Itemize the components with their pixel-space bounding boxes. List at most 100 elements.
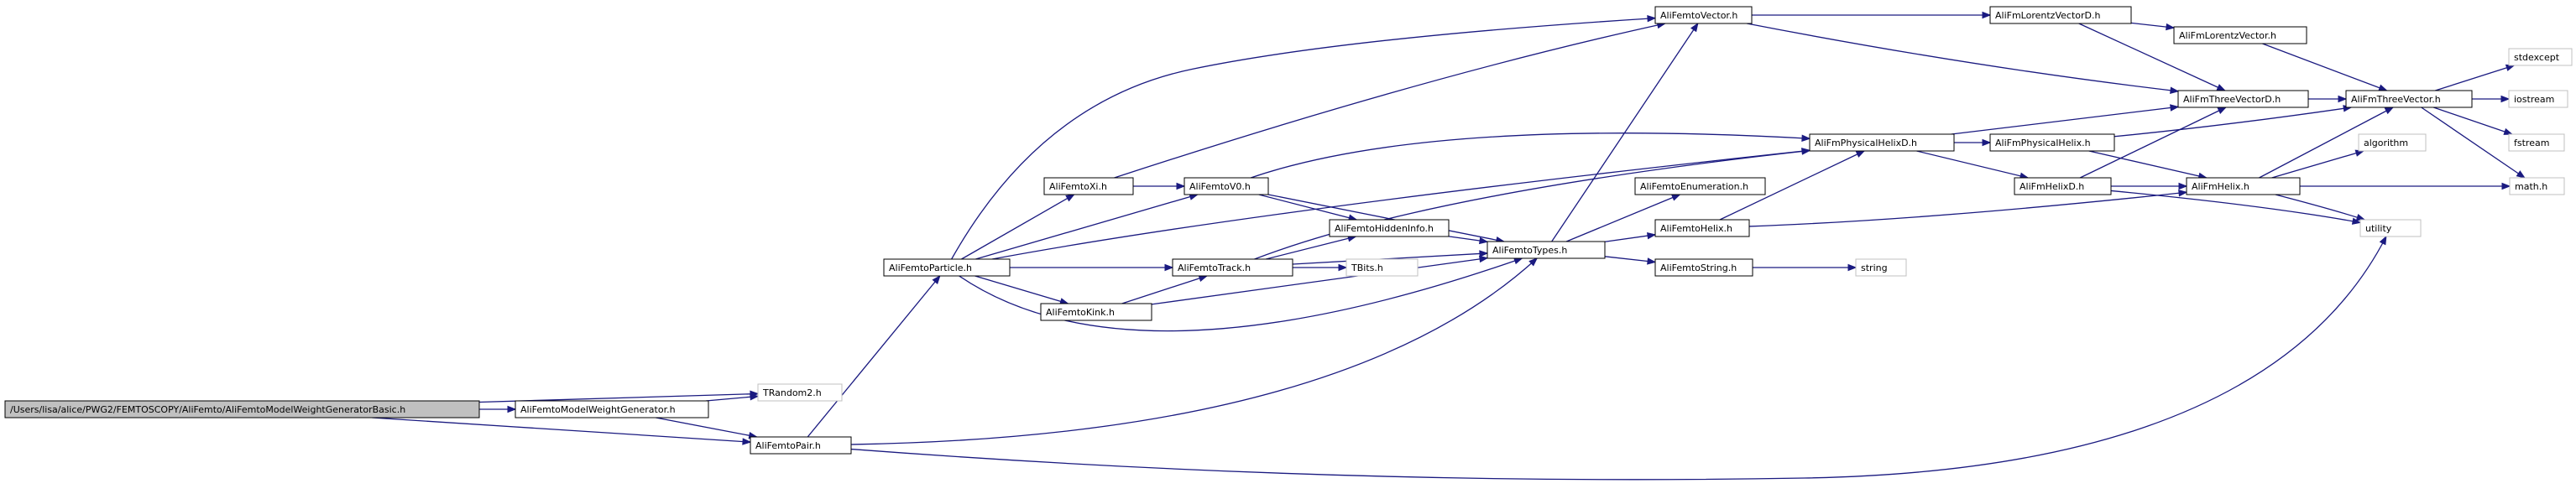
header-file-node[interactable]: AliFmThreeVectorD.h: [2177, 90, 2309, 108]
header-file-node[interactable]: AliFmThreeVector.h: [2345, 90, 2473, 108]
arrowhead: [2217, 107, 2228, 114]
node-label: AliFmHelixD.h: [2020, 181, 2084, 192]
node-box: [1654, 6, 1753, 24]
header-file-node[interactable]: AliFemtoVector.h: [1654, 6, 1753, 24]
header-file-node[interactable]: AliFemtoString.h: [1654, 258, 1753, 277]
node-label: AliFmLorentzVectorD.h: [1995, 10, 2100, 21]
header-file-node[interactable]: AliFemtoTrack.h: [1172, 258, 1293, 277]
external-header-node: stdexcept: [2508, 48, 2573, 66]
header-file-node[interactable]: AliFemtoEnumeration.h: [1634, 177, 1766, 195]
arrowhead: [2170, 86, 2180, 94]
node-box: [1172, 258, 1293, 277]
arrowhead: [2379, 235, 2387, 246]
node-label: algorithm: [2364, 138, 2408, 148]
node-box: [2508, 133, 2565, 152]
arrowhead: [2216, 84, 2227, 91]
arrowhead: [742, 438, 752, 445]
header-file-node[interactable]: AliFemtoModelWeightGenerator.h: [515, 400, 709, 418]
arrowhead: [1513, 257, 1523, 265]
node-label: iostream: [2514, 94, 2554, 105]
node-layer: /Users/lisa/alice/PWG2/FEMTOSCOPY/AliFem…: [4, 6, 2573, 455]
arrowhead: [1065, 194, 1075, 202]
external-header-node: TRandom2.h: [757, 383, 843, 402]
edge-v0-to-hidden: [1258, 194, 1357, 221]
edge-pair-to-part: [807, 275, 941, 438]
node-box: [1855, 258, 1907, 277]
edge-helix-to-fmhelix: [1748, 191, 2187, 227]
node-box: [1183, 177, 1269, 195]
arrowhead: [1647, 231, 1657, 240]
header-file-node[interactable]: AliFemtoKink.h: [1040, 303, 1152, 321]
node-label: utility: [2365, 223, 2392, 234]
arrowhead: [1528, 257, 1539, 267]
node-box: [1329, 219, 1450, 237]
edge-mwg-to-tr2: [705, 395, 759, 402]
arrowhead: [932, 274, 941, 285]
arrowhead: [2500, 95, 2511, 103]
header-file-node[interactable]: AliFmHelix.h: [2186, 177, 2301, 195]
arrowhead: [1176, 182, 1186, 190]
node-box: [1345, 258, 1419, 277]
node-label: AliFmThreeVectorD.h: [2183, 94, 2281, 105]
node-box: [750, 436, 852, 455]
edge-helixd-to-three_d: [2079, 107, 2227, 179]
edge-pair-to-utility: [850, 236, 2387, 481]
header-file-node[interactable]: AliFmLorentzVector.h: [2173, 26, 2307, 44]
node-label: AliFemtoModelWeightGenerator.h: [520, 404, 676, 415]
node-box: [883, 258, 1011, 277]
node-label: AliFemtoVector.h: [1660, 10, 1737, 21]
edge-lorentz-to-three: [2262, 43, 2387, 91]
header-file-node[interactable]: AliFmPhysicalHelixD.h: [1809, 133, 1955, 152]
node-box: [2359, 219, 2422, 237]
edge-part-to-types: [959, 257, 1523, 332]
header-file-node[interactable]: AliFmLorentzVectorD.h: [1989, 6, 2132, 24]
node-label: TRandom2.h: [762, 387, 822, 398]
node-box: [515, 400, 709, 418]
edge-part-to-v0: [975, 194, 1198, 260]
arrowhead: [2378, 84, 2388, 91]
edge-v0-to-physhelixd: [1250, 133, 1811, 179]
edge-kink-to-track: [1121, 275, 1208, 304]
external-header-node: string: [1855, 258, 1907, 277]
external-header-node: utility: [2359, 219, 2422, 237]
header-file-node[interactable]: AliFmPhysicalHelix.h: [1989, 133, 2115, 152]
node-box: [2345, 90, 2473, 108]
edge-types-to-helix: [1604, 234, 1656, 242]
arrowhead: [1670, 194, 1681, 201]
arrowhead: [1647, 257, 1657, 265]
node-box: [1040, 303, 1152, 321]
edge-helixd-to-utility: [2110, 190, 2361, 224]
edge-physhelixd-to-helixd: [1916, 150, 2029, 179]
node-label: AliFmHelix.h: [2192, 181, 2249, 192]
root-file-node[interactable]: /Users/lisa/alice/PWG2/FEMTOSCOPY/AliFem…: [4, 400, 480, 418]
node-label: AliFemtoTypes.h: [1492, 245, 1567, 256]
arrowhead: [1801, 134, 1811, 142]
header-file-node[interactable]: AliFemtoParticle.h: [883, 258, 1011, 277]
edge-part-to-kink: [974, 275, 1069, 304]
header-file-node[interactable]: AliFemtoV0.h: [1183, 177, 1269, 195]
header-file-node[interactable]: AliFemtoTypes.h: [1487, 241, 1606, 259]
header-file-node[interactable]: AliFmHelixD.h: [2014, 177, 2112, 195]
edge-layer: [372, 11, 2526, 481]
edge-mwg-to-pair: [656, 417, 757, 438]
arrowhead: [2178, 182, 2188, 190]
arrowhead: [1847, 263, 1858, 272]
header-file-node[interactable]: AliFemtoHiddenInfo.h: [1329, 219, 1450, 237]
node-label: stdexcept: [2514, 52, 2560, 63]
node-label: AliFemtoV0.h: [1189, 181, 1251, 192]
header-file-node[interactable]: AliFemtoPair.h: [750, 436, 852, 455]
header-file-node[interactable]: AliFemtoXi.h: [1043, 177, 1134, 195]
arrowhead: [2166, 23, 2176, 31]
edge-part-to-vector: [951, 17, 1656, 260]
edge-physhelixd-to-three_d: [1951, 106, 2179, 135]
edge-fmhelix-to-three: [2259, 107, 2394, 179]
node-label: AliFmThreeVector.h: [2351, 94, 2441, 105]
header-file-node[interactable]: AliFemtoHelix.h: [1654, 219, 1750, 237]
node-box: [1809, 133, 1955, 152]
arrowhead: [1479, 250, 1489, 257]
external-header-node: algorithm: [2358, 133, 2427, 152]
node-box: [1989, 133, 2115, 152]
edge-vector-to-three_d: [1747, 23, 2179, 92]
edge-v0-to-types: [1267, 194, 1504, 242]
arrowhead: [750, 393, 760, 401]
